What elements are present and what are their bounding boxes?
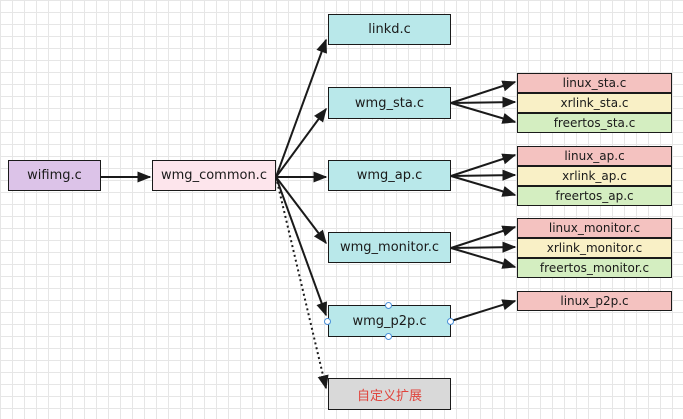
node-linkd-label: linkd.c: [368, 22, 411, 37]
arrow-monitor-to-freertos: [450, 247, 517, 269]
node-linux-monitor-label: linux_monitor.c: [548, 221, 641, 235]
node-wifimg-label: wifimg.c: [27, 168, 82, 183]
node-wmg-common[interactable]: wmg_common.c: [152, 160, 276, 191]
node-freertos-sta-label: freertos_sta.c: [553, 116, 636, 130]
arrow-common-to-linkd: [275, 38, 327, 178]
node-wmg-sta[interactable]: wmg_sta.c: [328, 87, 451, 119]
arrow-common-to-sta: [275, 107, 327, 178]
arrow-p2p-to-linux: [450, 299, 517, 322]
node-xrlink-ap[interactable]: xrlink_ap.c: [517, 166, 672, 186]
node-wmg-ap-label: wmg_ap.c: [356, 168, 423, 183]
selection-handle-bottom[interactable]: [385, 333, 392, 340]
node-linux-sta-label: linux_sta.c: [562, 76, 627, 90]
node-freertos-sta[interactable]: freertos_sta.c: [517, 113, 672, 133]
node-freertos-ap-label: freertos_ap.c: [555, 189, 634, 203]
arrow-sta-to-freertos: [450, 102, 517, 124]
arrow-ap-to-linux: [450, 153, 517, 177]
selection-handle-left[interactable]: [324, 318, 331, 325]
selection-handle-right[interactable]: [447, 318, 454, 325]
node-freertos-monitor[interactable]: freertos_monitor.c: [517, 258, 672, 278]
node-linux-ap[interactable]: linux_ap.c: [517, 146, 672, 166]
arrow-sta-to-xrlink: [450, 96, 517, 108]
node-wmg-p2p[interactable]: wmg_p2p.c: [328, 305, 451, 337]
node-linkd[interactable]: linkd.c: [328, 14, 451, 45]
node-xrlink-sta[interactable]: xrlink_sta.c: [517, 93, 672, 113]
arrow-common-to-monitor: [275, 176, 327, 245]
node-custom-extension-label: 自定义扩展: [356, 388, 422, 404]
arrow-ap-to-freertos: [450, 175, 517, 197]
node-wmg-common-label: wmg_common.c: [161, 168, 267, 183]
node-linux-p2p-label: linux_p2p.c: [560, 294, 629, 308]
node-wifimg[interactable]: wifimg.c: [8, 160, 101, 191]
node-linux-ap-label: linux_ap.c: [564, 149, 625, 163]
node-linux-p2p[interactable]: linux_p2p.c: [517, 291, 672, 311]
node-freertos-monitor-label: freertos_monitor.c: [539, 261, 650, 275]
arrow-monitor-to-xrlink: [450, 241, 517, 253]
arrow-ap-to-xrlink: [450, 169, 517, 181]
node-wmg-monitor[interactable]: wmg_monitor.c: [328, 232, 451, 263]
arrow-common-to-custom: [275, 176, 329, 390]
node-wmg-sta-label: wmg_sta.c: [354, 95, 425, 111]
node-wmg-ap[interactable]: wmg_ap.c: [328, 160, 451, 191]
node-linux-monitor[interactable]: linux_monitor.c: [517, 218, 672, 238]
node-wmg-monitor-label: wmg_monitor.c: [340, 240, 439, 255]
selection-handle-top[interactable]: [385, 302, 392, 309]
arrow-sta-to-linux: [450, 80, 517, 104]
node-custom-extension[interactable]: 自定义扩展: [328, 378, 451, 410]
node-linux-sta[interactable]: linux_sta.c: [517, 73, 672, 93]
node-wmg-p2p-label: wmg_p2p.c: [352, 313, 427, 329]
node-xrlink-ap-label: xrlink_ap.c: [562, 169, 627, 183]
node-xrlink-sta-label: xrlink_sta.c: [560, 96, 629, 110]
arrow-monitor-to-linux: [450, 225, 517, 249]
arrow-common-to-p2p: [275, 176, 327, 317]
node-freertos-ap[interactable]: freertos_ap.c: [517, 186, 672, 206]
node-xrlink-monitor[interactable]: xrlink_monitor.c: [517, 238, 672, 258]
node-xrlink-monitor-label: xrlink_monitor.c: [546, 241, 643, 255]
